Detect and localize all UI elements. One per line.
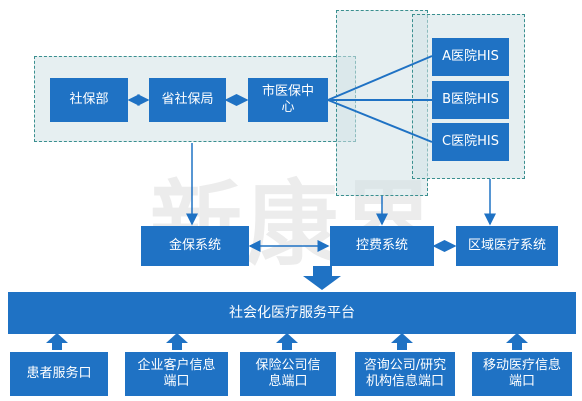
hospital-c-box: C医院HIS bbox=[432, 123, 509, 161]
hospital-b-box: B医院HIS bbox=[432, 81, 509, 119]
platform-bar: 社会化医疗服务平台 bbox=[8, 292, 576, 334]
port-patient: 患者服务口 bbox=[10, 352, 108, 396]
shebaobu-box: 社保部 bbox=[50, 78, 128, 122]
port-consulting: 咨询公司/研究机构信息端口 bbox=[355, 352, 455, 396]
shiyibao-box: 市医保中心 bbox=[248, 78, 328, 122]
shengshebaoju-box: 省社保局 bbox=[149, 78, 226, 122]
kongfei-system-box: 控费系统 bbox=[330, 226, 434, 266]
port-mobile: 移动医疗信息端口 bbox=[472, 352, 572, 396]
port-enterprise: 企业客户信息端口 bbox=[125, 352, 228, 396]
hospital-a-box: A医院HIS bbox=[432, 38, 509, 76]
port-insurance: 保险公司信息端口 bbox=[240, 352, 336, 396]
quyu-system-box: 区域医疗系统 bbox=[456, 226, 558, 266]
jinbao-system-box: 金保系统 bbox=[141, 226, 249, 266]
